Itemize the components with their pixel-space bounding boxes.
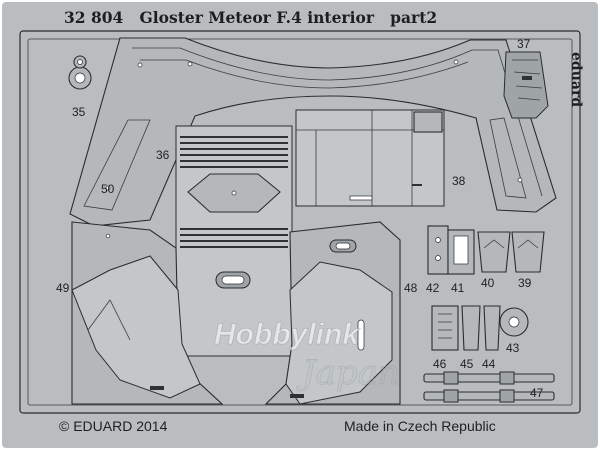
sheet-title: 32 804 Gloster Meteor F.4 interior part2 bbox=[64, 8, 437, 27]
part-39 bbox=[511, 231, 545, 273]
part-42 bbox=[427, 225, 449, 275]
part-40 bbox=[477, 231, 511, 273]
origin-text: Made in Czech Republic bbox=[344, 418, 496, 434]
watermark-text: Hobbylink bbox=[214, 318, 360, 351]
part-number-43: 43 bbox=[506, 341, 520, 355]
part-49-side-left bbox=[71, 221, 224, 405]
part-number-49: 49 bbox=[56, 281, 70, 295]
part-number-35: 35 bbox=[72, 105, 86, 119]
part-number-37: 37 bbox=[517, 37, 531, 51]
watermark-subtext: Japan bbox=[296, 353, 400, 393]
part-number-45: 45 bbox=[460, 357, 474, 371]
part-number-48: 48 bbox=[404, 281, 418, 295]
part-number-44: 44 bbox=[482, 357, 496, 371]
part-46 bbox=[431, 305, 459, 351]
fret-frame-inner bbox=[27, 38, 573, 406]
brand-logo: eduard bbox=[568, 52, 584, 107]
part-number-38: 38 bbox=[452, 174, 466, 188]
part-45 bbox=[461, 305, 481, 351]
part-47-belts bbox=[423, 371, 555, 403]
part-50-arch-frame bbox=[69, 37, 557, 227]
part-number-42: 42 bbox=[426, 281, 440, 295]
part-44 bbox=[483, 305, 501, 351]
part-35-ring bbox=[68, 55, 92, 90]
part-number-39: 39 bbox=[518, 276, 532, 290]
part-41 bbox=[447, 229, 475, 275]
part-number-41: 41 bbox=[451, 281, 465, 295]
part-38-box bbox=[295, 109, 445, 207]
part-43 bbox=[499, 307, 529, 337]
copyright-text: © EDUARD 2014 bbox=[59, 418, 168, 434]
part-37-bracket bbox=[503, 51, 549, 119]
part-number-46: 46 bbox=[433, 357, 447, 371]
part-number-36: 36 bbox=[156, 148, 170, 162]
part-48-side-right bbox=[264, 221, 401, 405]
part-36-panel bbox=[175, 125, 293, 357]
fret-frame-outer bbox=[19, 30, 581, 414]
part-number-40: 40 bbox=[481, 276, 495, 290]
part-number-47: 47 bbox=[530, 386, 544, 400]
part-number-50: 50 bbox=[101, 182, 115, 196]
